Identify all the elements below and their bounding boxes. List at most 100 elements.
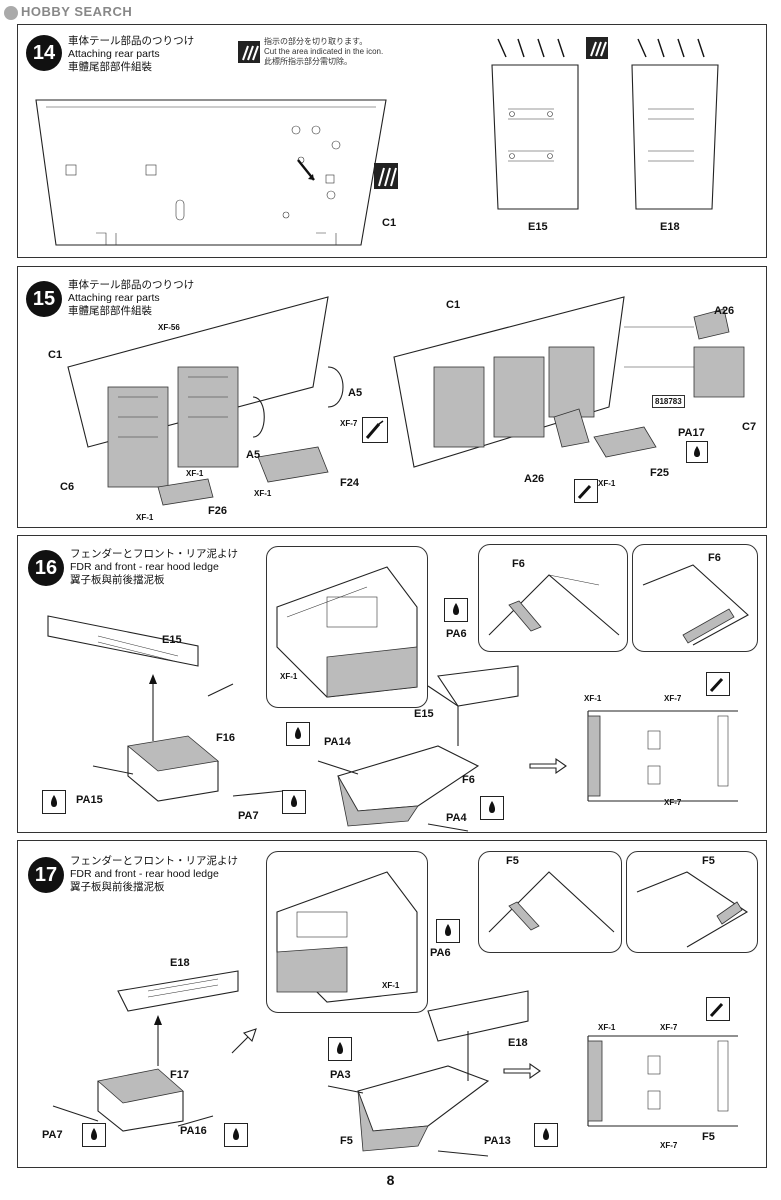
glue-drop-icon-3 [291,795,297,807]
rear-plate-c1-drawing [35,99,387,246]
step-15-label-a5-bottom: A5 [246,449,261,461]
step-16-label-pa7: PA7 [238,810,259,822]
page-number: 8 [386,1172,395,1188]
glue-icon-pa17 [686,441,708,463]
step-16-panel: 16 フェンダーとフロント・リア泥よけ FDR and front - rear… [17,535,767,833]
step-17-label-f5-c: F5 [340,1135,353,1147]
fender-top-view-drawing [587,710,738,802]
cut-marker-hatch-icon [378,167,397,187]
step-17-title-en: FDR and front - rear hood ledge [70,868,219,880]
closeup-fender-drawing-17 [276,871,418,1003]
step-14-title-en: Attaching rear parts [68,48,160,60]
glue-icon-pa6-17 [436,919,460,943]
center-fender-assembly-drawing-17 [327,990,529,1157]
step-15-panel: 15 車体テール部品のつりつけ Attaching rear parts 車體尾… [17,266,767,528]
cut-area-marker-icon [374,163,398,189]
step-14-label-c1: C1 [382,217,397,229]
step-15-number: 15 [26,281,62,317]
step-16-title-zh: 翼子板與前後擋泥板 [70,574,165,586]
brush-icon [365,420,384,439]
step-15-title-zh: 車體尾部部件組裝 [68,305,152,317]
paint-icon-xf1 [574,479,598,503]
glue-icon-pa15 [42,790,66,814]
step-16-title-en: FDR and front - rear hood ledge [70,561,219,573]
step-15-label-xf1-d: XF-1 [598,479,616,488]
step-17-label-pa16: PA16 [180,1125,207,1137]
rear-parts-right-drawing [393,296,745,468]
step-17-panel: 17 フェンダーとフロント・リア泥よけ FDR and front - rear… [17,840,767,1168]
step-17-label-f5-a: F5 [506,855,519,867]
step-17-label-f5-d: F5 [702,1131,715,1143]
glue-icon-pa3 [328,1037,352,1061]
fender-e15-drawing [491,38,579,210]
f5-inset-right [626,851,758,953]
step-14-label-e15: E15 [528,221,548,233]
direction-arrow-icon [231,1028,257,1054]
cut-note: 指示の部分を切り取ります。 Cut the area indicated in … [264,37,383,67]
glue-icon-pa7 [282,790,306,814]
step-15-label-c1-right: C1 [446,299,461,311]
step-15-title: 車体テール部品のつりつけ Attaching rear parts 車體尾部部件… [68,279,194,318]
center-fender-assembly-drawing [317,665,519,832]
step-17-label-e18-center: E18 [508,1037,528,1049]
step-16-label-f6-c: F6 [462,774,475,786]
glue-drop-icon [694,446,700,457]
glue-drop-icon-7 [91,1128,97,1140]
closeup-inset-16 [266,546,428,708]
step-15-label-a26-bottom: A26 [524,473,545,485]
step-17-label-e18: E18 [170,957,190,969]
step-17-title: フェンダーとフロント・リア泥よけ FDR and front - rear ho… [70,855,238,894]
step-15-title-en: Attaching rear parts [68,292,160,304]
step-17-label-pa3: PA3 [330,1069,351,1081]
glue-drop-icon-9 [445,924,451,936]
step-15-label-plate-number: 818783 [652,395,685,408]
glue-icon-pa16 [224,1123,248,1147]
cut-hatch-icon [242,45,259,61]
step-16-title-jp: フェンダーとフロント・リア泥よけ [70,548,238,560]
step-15-label-c7: C7 [742,421,757,433]
step-16-label-xf1-inset: XF-1 [280,672,298,681]
watermark-text: HOBBY SEARCH [21,4,133,19]
cut-hatch-icon-2 [590,41,607,57]
step-15-label-f26: F26 [208,505,227,517]
step-16-label-e15-center: E15 [414,708,434,720]
step-15-label-xf7: XF-7 [340,419,358,428]
step-15-title-jp: 車体テール部品のつりつけ [68,279,195,291]
step-17-title-jp: フェンダーとフロント・リア泥よけ [70,855,238,867]
glue-drop-icon-2 [51,795,57,807]
brush-icon-2 [577,484,592,500]
step-14-number: 14 [26,35,62,71]
cut-icon [238,41,260,63]
step-17-label-f5-b: F5 [702,855,715,867]
step-15-label-xf1-a: XF-1 [186,469,204,478]
step-17-label-xf7-bottom: XF-7 [660,1141,678,1150]
step-15-label-xf1-b: XF-1 [254,489,272,498]
fender-assembly-left-drawing-17 [52,970,239,1132]
step-14-title: 車体テール部品のつりつけ Attaching rear parts 車體尾部部件… [68,35,194,74]
step-16-number: 16 [28,550,64,586]
glue-drop-icon-5 [295,727,301,739]
brush-icon-3 [709,677,724,693]
f6-inset-left-drawing [488,574,620,636]
step-17-label-xf1-right: XF-1 [598,1023,616,1032]
step-16-label-xf7-bottom: XF-7 [664,798,682,807]
fender-assembly-left-drawing [47,615,284,802]
paint-icon-xf7-16 [706,672,730,696]
step-15-label-f25: F25 [650,467,669,479]
closeup-fender-drawing [276,566,418,698]
f5-inset-left [478,851,622,953]
closeup-inset-17 [266,851,428,1013]
step-15-label-f24: F24 [340,477,359,489]
step-17-number: 17 [28,857,64,893]
f6-inset-right-drawing [642,564,749,646]
glue-drop-icon-8 [233,1128,239,1140]
step-16-label-f6-b: F6 [708,552,721,564]
step-15-label-a26-top: A26 [714,305,735,317]
watermark: HOBBY SEARCH [4,4,132,20]
hobby-search-logo-icon [4,5,18,20]
paint-icon-xf7-17 [706,997,730,1021]
step-16-label-e15: E15 [162,634,182,646]
brush-icon-4 [709,1002,724,1018]
step-15-label-c1-left: C1 [48,349,63,361]
glue-icon-pa6 [444,598,468,622]
